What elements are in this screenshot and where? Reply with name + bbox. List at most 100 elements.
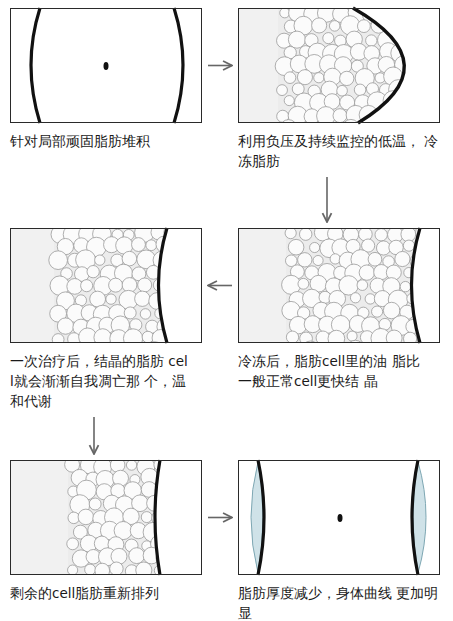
fat-cell	[399, 93, 418, 112]
fat-cell	[106, 294, 116, 304]
fat-cell	[299, 228, 311, 240]
flow-arrow	[93, 417, 95, 454]
fat-cell	[413, 279, 423, 289]
fat-cell	[357, 280, 368, 291]
body-line	[155, 460, 160, 575]
fat-cell	[109, 278, 123, 292]
fat-cell	[94, 329, 111, 346]
fat-cell	[89, 498, 101, 510]
body-line	[412, 228, 421, 343]
navel	[104, 62, 109, 70]
fat-cell	[388, 19, 403, 34]
fat-cell	[422, 292, 433, 303]
fat-cell	[158, 471, 172, 485]
fat-cells	[49, 223, 266, 360]
fat-cell	[67, 279, 83, 295]
fat-cell	[90, 291, 106, 307]
fat-cell	[129, 548, 145, 564]
fat-cell	[170, 331, 184, 345]
fat-cell	[140, 309, 150, 319]
fat-cell	[288, 31, 305, 48]
fat-cell	[57, 318, 73, 334]
fat-cell	[415, 264, 434, 283]
fat-cell	[159, 263, 177, 281]
fat-cell	[365, 294, 375, 304]
fat-cell	[95, 255, 105, 265]
fat-cell	[314, 73, 324, 83]
flow-arrow	[208, 285, 232, 287]
fat-cell	[388, 122, 400, 134]
caption: 利用负压及持续监控的低温， 冷冻脂肪	[238, 131, 440, 171]
flow-arrow	[208, 517, 232, 519]
step-panel: 针对局部顽固脂肪堆积	[10, 8, 202, 151]
fat-cell	[166, 279, 180, 293]
suction-curve	[353, 8, 404, 123]
caption: 剩余的cell脂肪重新排列	[10, 583, 202, 603]
fat-cell	[78, 509, 94, 525]
step-panel: 脂肪厚度减少，身体曲线 更加明显	[238, 460, 440, 621]
caption: 冷冻后，脂肪cell里的油 脂比一般正常cell更快结 晶	[238, 351, 420, 391]
fat-cell	[122, 251, 137, 266]
fat-cell	[135, 291, 150, 306]
fat-cell	[298, 253, 312, 267]
fat-cell	[395, 251, 410, 266]
fat-cell	[330, 254, 340, 264]
panel-frame	[238, 460, 440, 575]
navel	[338, 514, 343, 522]
fat-cells	[275, 3, 453, 138]
fat-cell	[68, 565, 78, 575]
skin-area	[239, 9, 279, 122]
fat-cell	[312, 18, 327, 33]
fat-cell	[323, 33, 334, 44]
fat-cell	[166, 295, 176, 305]
flow-arrow	[208, 65, 232, 67]
fat-cell	[354, 84, 366, 96]
fat-cell	[368, 252, 382, 266]
skin-area	[11, 461, 71, 574]
panel-frame	[238, 228, 440, 343]
fat-cell	[421, 318, 433, 330]
fat-cell	[288, 239, 304, 255]
fat-layer	[54, 228, 266, 343]
fat-cell	[400, 281, 410, 291]
body-outline	[31, 8, 183, 123]
fat-cell	[340, 71, 354, 85]
fat-cell	[379, 110, 389, 120]
fat-cell	[375, 229, 387, 241]
fat-cell	[132, 238, 146, 252]
fat-cells	[65, 456, 258, 578]
fat-cell	[328, 330, 345, 347]
fat-cell	[123, 329, 142, 348]
fat-cell	[120, 343, 131, 354]
fat-cell	[333, 343, 344, 354]
fat-cell	[126, 460, 136, 470]
fat-cell	[67, 538, 79, 550]
fat-cell	[403, 240, 414, 251]
fat-cell	[403, 332, 416, 345]
fat-cell	[111, 548, 127, 564]
fat-cells	[282, 224, 453, 359]
fat-cell	[366, 35, 377, 46]
fat-cell	[401, 227, 416, 242]
fat-cell	[350, 293, 360, 303]
fat-cell	[390, 3, 408, 21]
fat-cell	[298, 278, 309, 289]
fat-cell	[277, 85, 288, 96]
step-panel: 剩余的cell脂肪重新排列	[10, 460, 202, 603]
fat-cell	[168, 305, 181, 318]
fat-cell	[136, 562, 152, 578]
fat-cell	[347, 331, 357, 341]
fat-cell	[110, 562, 123, 575]
fat-layer	[286, 228, 453, 343]
step-panel: 冷冻后，脂肪cell里的油 脂比一般正常cell更快结 晶	[238, 228, 440, 391]
fat-cell	[87, 265, 99, 277]
caption: 针对局部顽固脂肪堆积	[10, 131, 202, 151]
body-outline	[258, 460, 418, 575]
fat-cell	[138, 278, 152, 292]
fat-cell	[68, 333, 81, 346]
fat-layer	[68, 460, 258, 575]
fat-cell	[124, 307, 136, 319]
fat-cell	[386, 330, 402, 346]
